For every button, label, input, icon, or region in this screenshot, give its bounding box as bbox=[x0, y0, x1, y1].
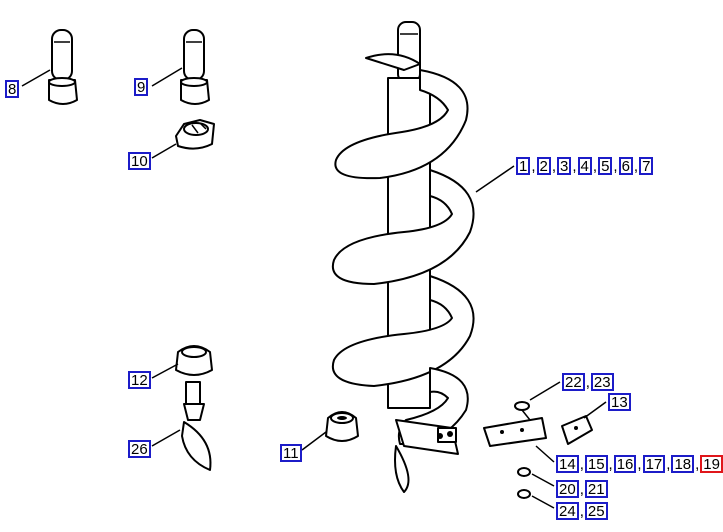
part-number-8[interactable]: 8 bbox=[5, 80, 20, 98]
callout-26: 26 bbox=[128, 440, 151, 458]
callout-9: 9 bbox=[134, 78, 149, 96]
part-number-17[interactable]: 17 bbox=[642, 455, 666, 473]
part-number-1[interactable]: 1 bbox=[516, 157, 531, 175]
label-separator: , bbox=[633, 157, 639, 175]
pin-part-9 bbox=[180, 29, 210, 105]
coupling-part-10 bbox=[175, 119, 215, 150]
label-separator: , bbox=[579, 455, 584, 473]
part-number-4[interactable]: 4 bbox=[577, 157, 592, 175]
callout-13: 13 bbox=[608, 393, 631, 411]
callout-8: 8 bbox=[5, 80, 20, 98]
label-separator: , bbox=[666, 455, 671, 473]
label-separator: , bbox=[531, 157, 536, 175]
callout-1-7: 1,2,3,4,5,6,7 bbox=[516, 157, 654, 175]
part-number-23[interactable]: 23 bbox=[590, 373, 614, 391]
label-separator: , bbox=[572, 157, 577, 175]
part-number-26[interactable]: 26 bbox=[128, 440, 151, 458]
label-separator: , bbox=[579, 480, 584, 498]
label-separator: , bbox=[608, 455, 613, 473]
nut-part-24 bbox=[517, 489, 531, 499]
auger-exploded-view bbox=[21, 21, 607, 509]
label-separator: , bbox=[579, 502, 584, 520]
part-number-11[interactable]: 11 bbox=[280, 444, 302, 462]
nut-part-11 bbox=[325, 411, 359, 442]
part-number-22[interactable]: 22 bbox=[562, 373, 585, 391]
part-number-25[interactable]: 25 bbox=[584, 502, 608, 520]
part-number-10[interactable]: 10 bbox=[128, 152, 151, 170]
callout-24-25: 24,25 bbox=[556, 502, 608, 520]
leader-lines bbox=[21, 67, 607, 509]
part-number-20[interactable]: 20 bbox=[556, 480, 579, 498]
label-separator: , bbox=[637, 455, 642, 473]
blade-part-14 bbox=[483, 417, 547, 447]
pin-part-8 bbox=[48, 29, 78, 105]
callout-12: 12 bbox=[128, 371, 151, 389]
part-number-12[interactable]: 12 bbox=[128, 371, 151, 389]
blade-part-13 bbox=[561, 415, 593, 445]
part-number-2[interactable]: 2 bbox=[536, 157, 551, 175]
part-number-19[interactable]: 19 bbox=[700, 455, 723, 473]
part-number-14[interactable]: 14 bbox=[556, 455, 579, 473]
part-number-7[interactable]: 7 bbox=[639, 157, 654, 175]
part-number-16[interactable]: 16 bbox=[613, 455, 637, 473]
part-number-5[interactable]: 5 bbox=[598, 157, 613, 175]
callout-11: 11 bbox=[280, 444, 302, 462]
callout-10: 10 bbox=[128, 152, 151, 170]
callout-22-23: 22,23 bbox=[562, 373, 614, 391]
callout-14-19: 14,15,16,17,18,19 bbox=[556, 455, 723, 473]
nut-part-12 bbox=[175, 345, 213, 376]
parts-diagram: 8 9 10 1,2,3,4,5,6,7 12 26 11 22,23 13 1… bbox=[5, 21, 723, 520]
part-number-24[interactable]: 24 bbox=[556, 502, 579, 520]
part-number-9[interactable]: 9 bbox=[134, 78, 149, 96]
part-number-21[interactable]: 21 bbox=[584, 480, 608, 498]
part-number-3[interactable]: 3 bbox=[557, 157, 572, 175]
auger-part-1 bbox=[331, 21, 475, 493]
screw-part-22 bbox=[514, 401, 531, 421]
label-separator: , bbox=[551, 157, 557, 175]
washer-part-20 bbox=[517, 467, 531, 477]
part-number-18[interactable]: 18 bbox=[671, 455, 695, 473]
label-separator: , bbox=[585, 373, 590, 391]
label-separator: , bbox=[613, 157, 618, 175]
label-separator: , bbox=[592, 157, 598, 175]
part-number-13[interactable]: 13 bbox=[608, 393, 631, 411]
part-number-15[interactable]: 15 bbox=[584, 455, 608, 473]
callout-20-21: 20,21 bbox=[556, 480, 608, 498]
part-number-6[interactable]: 6 bbox=[618, 157, 633, 175]
point-part-26 bbox=[181, 381, 212, 471]
label-separator: , bbox=[695, 455, 700, 473]
